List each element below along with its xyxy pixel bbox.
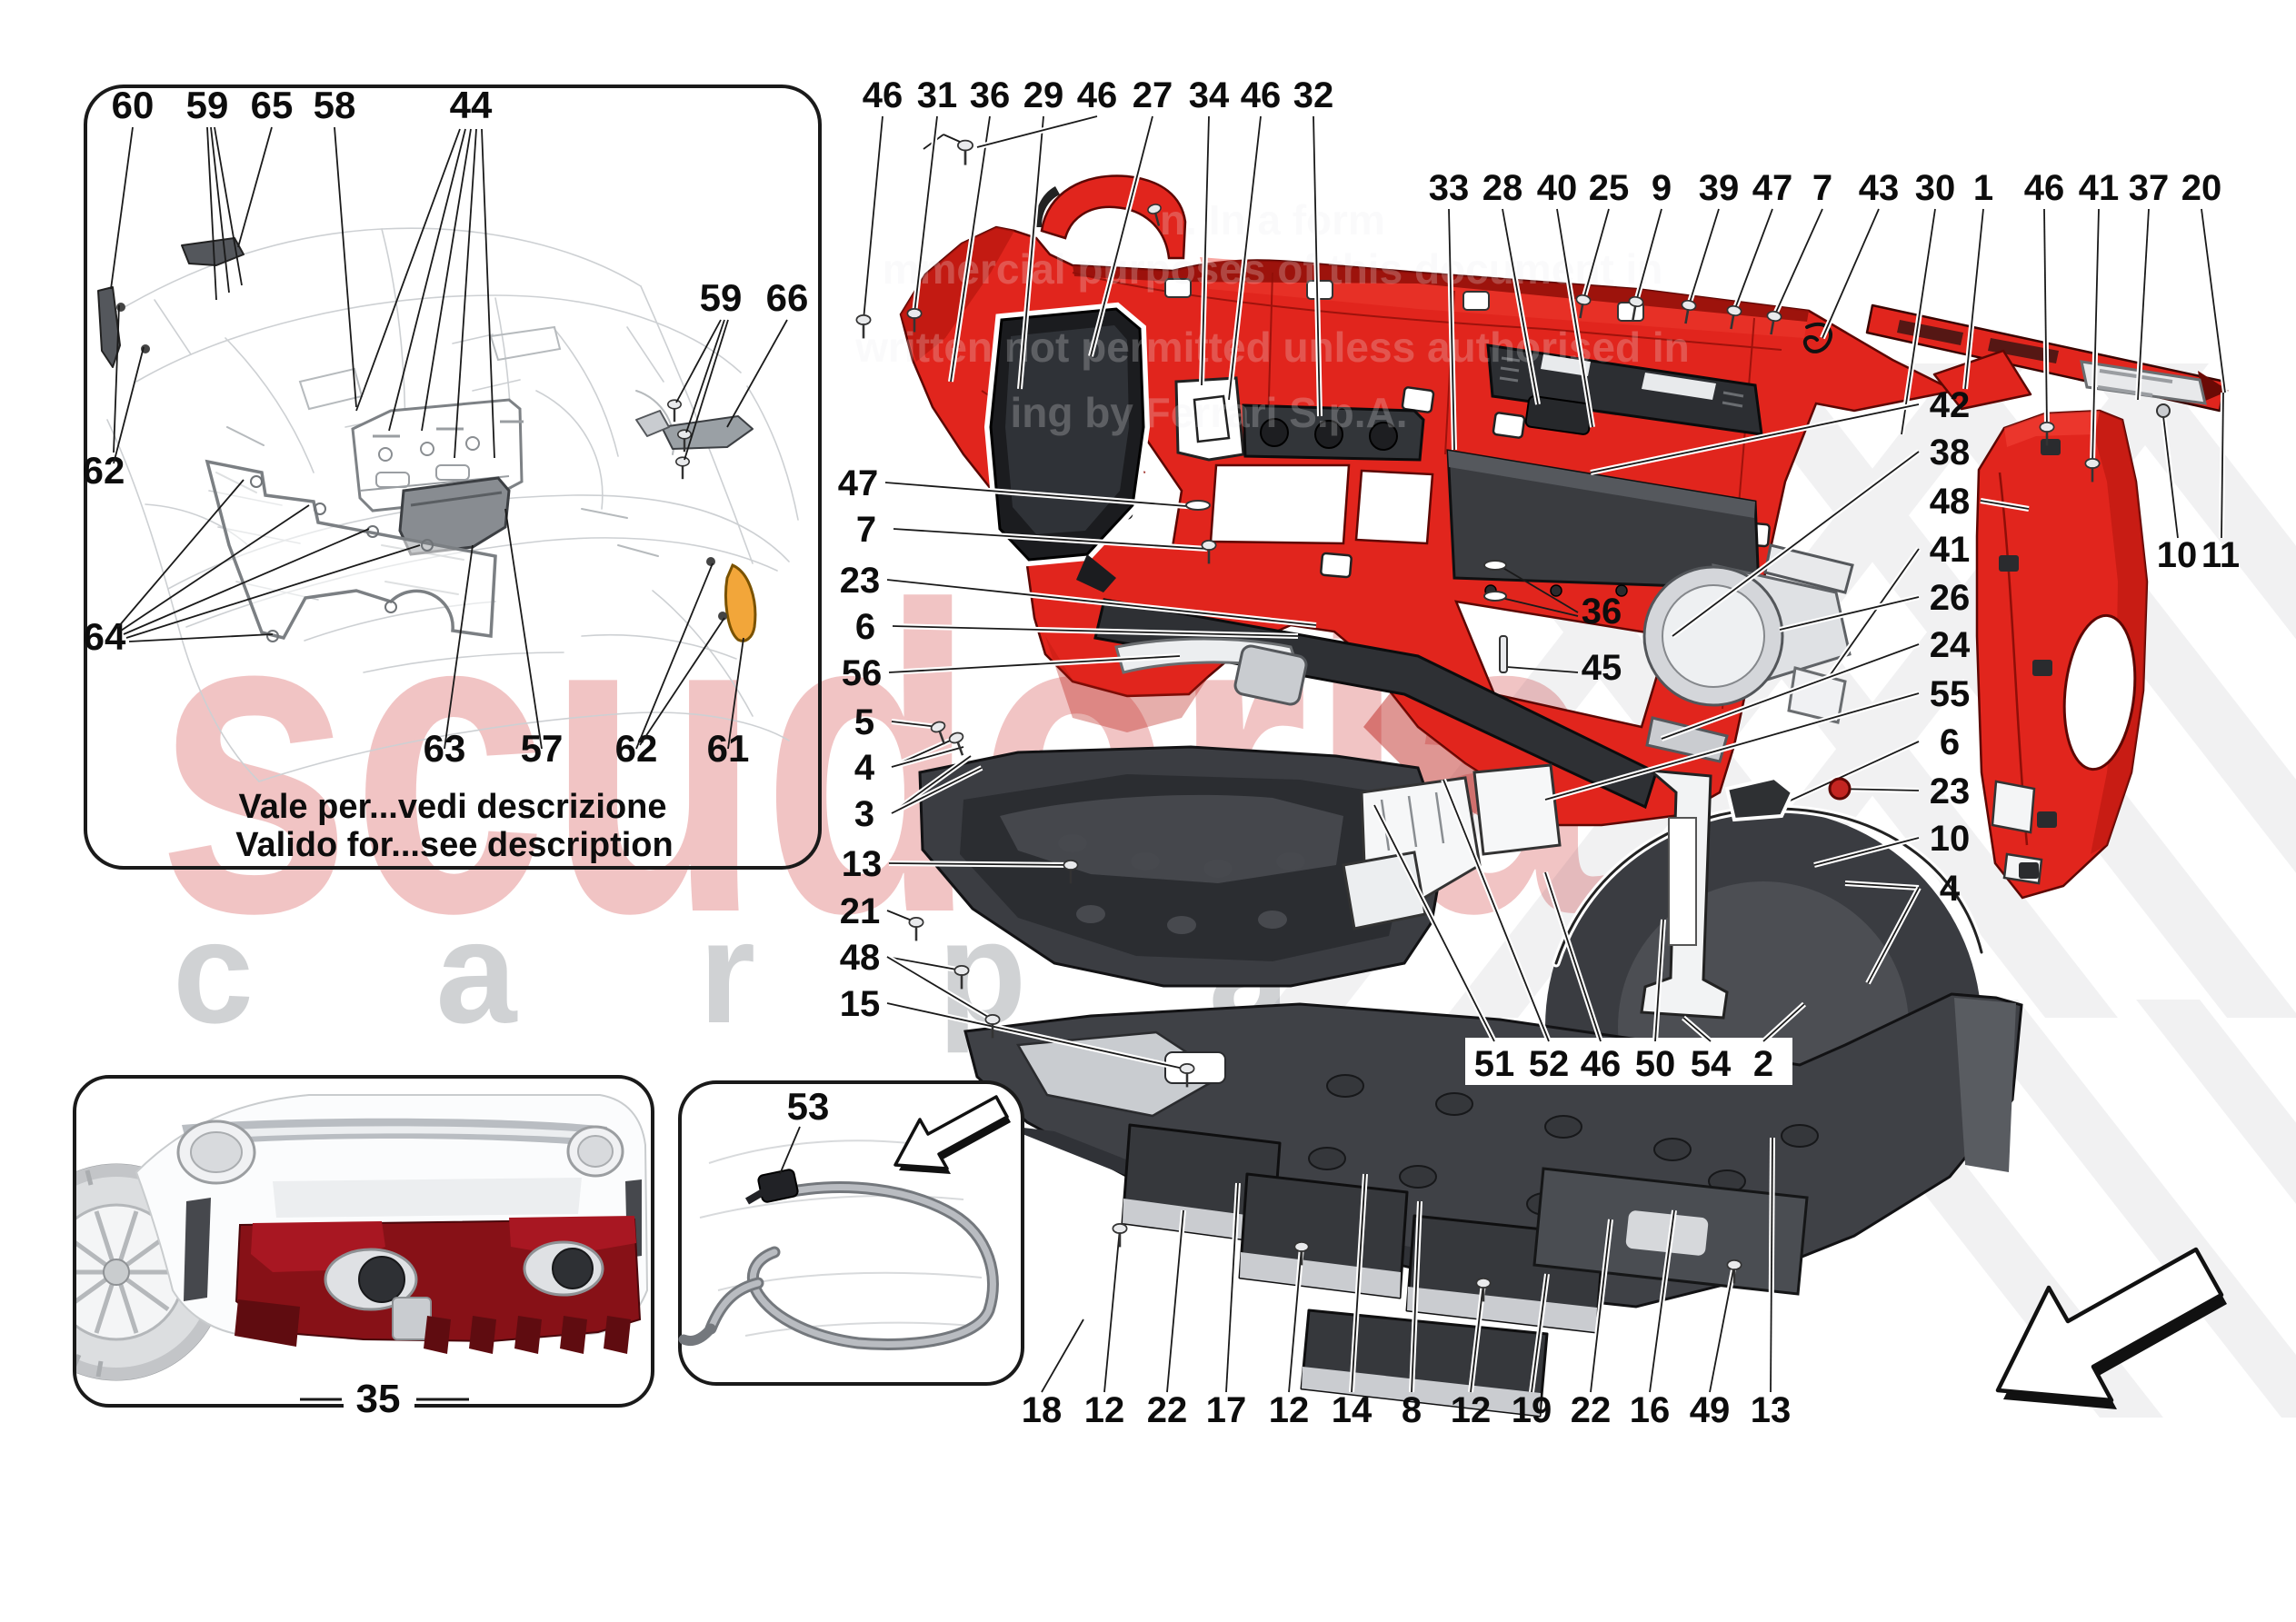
svg-text:40: 40: [1537, 168, 1578, 208]
svg-text:27: 27: [1133, 75, 1173, 115]
svg-text:26: 26: [1930, 578, 1971, 618]
svg-text:1: 1: [1973, 168, 1993, 208]
svg-text:11: 11: [2201, 535, 2240, 575]
svg-text:34: 34: [1189, 75, 1230, 115]
svg-text:41: 41: [1930, 530, 1971, 570]
svg-text:Valido for...see description: Valido for...see description: [235, 826, 673, 864]
svg-text:25: 25: [1589, 168, 1630, 208]
svg-text:5: 5: [854, 702, 874, 742]
svg-text:24: 24: [1930, 625, 1971, 665]
svg-text:65: 65: [251, 84, 294, 126]
svg-text:59: 59: [700, 276, 743, 319]
svg-text:48: 48: [840, 938, 881, 978]
svg-text:10: 10: [1930, 819, 1971, 859]
svg-text:55: 55: [1930, 674, 1971, 714]
svg-text:46: 46: [1077, 75, 1118, 115]
svg-text:mmercial purposes of this docu: mmercial purposes of this document in: [883, 245, 1663, 293]
svg-text:36: 36: [1582, 592, 1622, 632]
svg-text:13: 13: [1751, 1390, 1792, 1430]
svg-text:n. In a form: n. In a form: [1160, 196, 1385, 244]
svg-text:19: 19: [1512, 1390, 1552, 1430]
svg-text:42: 42: [1930, 385, 1971, 425]
svg-text:3: 3: [854, 794, 874, 834]
svg-text:12: 12: [1451, 1390, 1492, 1430]
svg-text:ing by Ferrari S.p.A.: ing by Ferrari S.p.A.: [1010, 389, 1407, 436]
svg-text:23: 23: [840, 561, 881, 601]
svg-text:38: 38: [1930, 433, 1971, 473]
svg-text:22: 22: [1147, 1390, 1188, 1430]
svg-text:6: 6: [1940, 722, 1960, 762]
svg-text:9: 9: [1652, 168, 1672, 208]
svg-text:31: 31: [917, 75, 958, 115]
svg-text:46: 46: [2024, 168, 2065, 208]
svg-text:60: 60: [112, 84, 155, 126]
svg-text:29: 29: [1023, 75, 1064, 115]
svg-text:13: 13: [842, 844, 883, 884]
svg-text:16: 16: [1630, 1390, 1671, 1430]
svg-text:15: 15: [840, 984, 881, 1024]
svg-text:35: 35: [356, 1377, 401, 1421]
svg-text:53: 53: [787, 1085, 830, 1128]
svg-text:45: 45: [1582, 648, 1622, 688]
svg-text:66: 66: [766, 276, 809, 319]
svg-text:Vale per...vedi descrizione: Vale per...vedi descrizione: [238, 788, 666, 826]
svg-text:8: 8: [1402, 1390, 1422, 1430]
svg-text:46: 46: [1241, 75, 1282, 115]
svg-text:6: 6: [855, 607, 875, 647]
svg-text:4: 4: [854, 748, 875, 788]
svg-text:43: 43: [1859, 168, 1900, 208]
svg-text:37: 37: [2129, 168, 2170, 208]
svg-text:7: 7: [856, 510, 876, 550]
svg-text:14: 14: [1332, 1390, 1373, 1430]
svg-text:32: 32: [1293, 75, 1334, 115]
svg-text:59: 59: [186, 84, 229, 126]
svg-text:28: 28: [1482, 168, 1523, 208]
svg-text:18: 18: [1022, 1390, 1063, 1430]
svg-text:23: 23: [1930, 771, 1971, 811]
svg-text:54: 54: [1691, 1044, 1732, 1084]
svg-text:39: 39: [1699, 168, 1740, 208]
svg-text:4: 4: [1940, 869, 1961, 909]
svg-text:48: 48: [1930, 482, 1971, 522]
svg-text:47: 47: [1752, 168, 1793, 208]
svg-text:2: 2: [1753, 1044, 1773, 1084]
svg-text:46: 46: [863, 75, 903, 115]
svg-text:56: 56: [842, 653, 883, 693]
svg-text:51: 51: [1474, 1044, 1515, 1084]
svg-text:44: 44: [450, 84, 493, 126]
svg-text:52: 52: [1529, 1044, 1570, 1084]
svg-text:12: 12: [1084, 1390, 1125, 1430]
svg-text:49: 49: [1690, 1390, 1731, 1430]
svg-text:46: 46: [1581, 1044, 1622, 1084]
svg-text:41: 41: [2079, 168, 2120, 208]
svg-text:20: 20: [2181, 168, 2222, 208]
svg-text:7: 7: [1812, 168, 1832, 208]
svg-text:17: 17: [1206, 1390, 1247, 1430]
svg-text:50: 50: [1635, 1044, 1676, 1084]
svg-text:36: 36: [970, 75, 1011, 115]
svg-text:47: 47: [838, 463, 879, 503]
svg-text:62: 62: [83, 449, 125, 492]
svg-text:21: 21: [840, 891, 881, 931]
svg-text:33: 33: [1429, 168, 1470, 208]
svg-text:30: 30: [1915, 168, 1956, 208]
svg-text:written not permitted unless a: written not permitted unless authorised …: [854, 323, 1690, 371]
svg-text:12: 12: [1269, 1390, 1310, 1430]
svg-text:58: 58: [314, 84, 356, 126]
svg-text:64: 64: [84, 615, 126, 658]
svg-text:22: 22: [1571, 1390, 1612, 1430]
svg-text:10: 10: [2157, 535, 2198, 575]
